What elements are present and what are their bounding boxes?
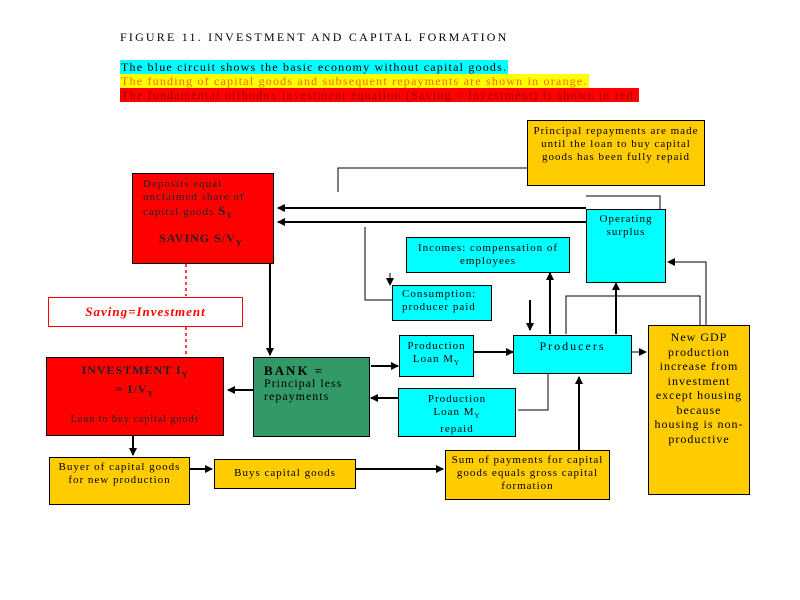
figure-title: FIGURE 11. INVESTMENT AND CAPITAL FORMAT… xyxy=(120,30,509,44)
saving-label-sub: Y xyxy=(235,238,243,248)
line-producers-to-repaid xyxy=(518,374,549,411)
legend-red: The fundamental orthodox investment equa… xyxy=(120,88,639,102)
legend-orange: The funding of capital goods and subsequ… xyxy=(120,74,589,88)
loan-repaid-line-3: repaid xyxy=(440,423,474,436)
deposits-symbol-sub: Y xyxy=(226,211,234,221)
loan-repaid-line-1: Production xyxy=(427,393,487,405)
incomes-box: Incomes: compensation of employees xyxy=(406,237,570,273)
production-loan-box: Production Loan MY xyxy=(399,335,474,377)
operating-surplus-box: Operating surplus xyxy=(586,209,666,283)
saving-box: Deposits equal unclaimed share of capita… xyxy=(132,173,274,264)
investment-eq-sub: Y xyxy=(147,389,155,399)
bank-box: BANK = Principal less repayments xyxy=(253,357,370,437)
line-producers-loop xyxy=(565,295,701,334)
deposits-symbol: S xyxy=(218,203,227,218)
sum-payments-box: Sum of payments for capital goods equals… xyxy=(445,450,610,500)
new-gdp-box: New GDP production increase from investm… xyxy=(648,325,750,495)
consumption-text: Consumption: producer paid xyxy=(402,288,477,313)
investment-box: INVESTMENT IY = I/VY Loan to buy capital… xyxy=(46,357,224,436)
arrow-gdp-to-surplus xyxy=(667,258,707,325)
buyer-text: Buyer of capital goods for new productio… xyxy=(58,461,181,486)
investment-label-sub: Y xyxy=(181,370,189,380)
bank-line-1: Principal less xyxy=(264,376,343,390)
loan-repaid-line-2: Loan M xyxy=(433,406,475,418)
principal-repayments-box: Principal repayments are made until the … xyxy=(527,120,705,186)
deposits-line-2: unclaimed share of xyxy=(143,191,245,203)
line-principal-top xyxy=(337,167,527,192)
production-loan-repaid-box: Production Loan MY repaid xyxy=(398,388,516,437)
new-gdp-text: New GDP production increase from investm… xyxy=(654,330,744,446)
investment-note: Loan to buy capital goods xyxy=(70,413,200,425)
line-incomes-side xyxy=(364,227,392,301)
investment-label: INVESTMENT I xyxy=(81,363,182,377)
operating-surplus-text: Operating surplus xyxy=(599,213,653,238)
deposits-line-3: capital goods xyxy=(143,206,215,218)
deposits-line-1: Deposits equal xyxy=(143,178,223,190)
loan-repaid-sub: Y xyxy=(474,412,481,421)
principal-repayments-text: Principal repayments are made until the … xyxy=(533,125,699,163)
incomes-text: Incomes: compensation of employees xyxy=(417,242,559,267)
producers-box: Producers xyxy=(513,335,632,374)
production-loan-text: Production Loan M xyxy=(407,340,466,365)
saving-investment-box: Saving=Investment xyxy=(48,297,243,327)
production-loan-sub: Y xyxy=(454,359,461,368)
bank-title: BANK = xyxy=(264,363,325,378)
buyer-box: Buyer of capital goods for new productio… xyxy=(49,457,190,505)
investment-eq: = I/V xyxy=(115,382,148,397)
saving-investment-text: Saving=Investment xyxy=(85,304,206,319)
buys-text: Buys capital goods xyxy=(234,467,336,479)
legend-blue: The blue circuit shows the basic economy… xyxy=(120,60,509,74)
saving-label: SAVING S/V xyxy=(159,231,236,246)
producers-text: Producers xyxy=(539,339,606,353)
bank-line-2: repayments xyxy=(264,389,330,403)
sum-payments-text: Sum of payments for capital goods equals… xyxy=(451,454,604,492)
buys-capital-goods-box: Buys capital goods xyxy=(214,459,356,489)
consumption-box: Consumption: producer paid xyxy=(392,285,492,321)
